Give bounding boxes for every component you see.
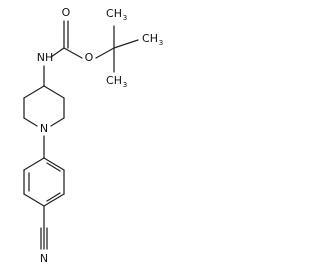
label-ch3-right: CH — [142, 32, 158, 45]
bond-c2-n1 — [50, 117, 65, 127]
bond-ar-inner-1 — [46, 162, 61, 172]
bond-ar4 — [23, 193, 45, 207]
bond-n-carbonyl — [50, 47, 65, 58]
bond-ar-inner-3 — [46, 192, 61, 202]
label-ch3-bottom: CH — [106, 74, 122, 87]
label-o-carbonyl: O — [62, 6, 71, 19]
label-ring-n: N — [40, 122, 48, 135]
bond-ar6 — [23, 157, 45, 171]
label-ch3-bottom-sub: 3 — [123, 81, 127, 89]
bond-ar1 — [43, 157, 65, 171]
bond-c5-c4 — [23, 85, 45, 99]
bond-o-quaternary — [95, 47, 115, 59]
bond-quaternary-right — [113, 39, 139, 49]
structure-diagram: NH O O CH 3 CH 3 CH 3 N N — [23, 6, 163, 265]
molecule-canvas: NH O O CH 3 CH 3 CH 3 N N — [23, 6, 164, 265]
bonds — [23, 20, 139, 250]
bond-n1-c6 — [23, 117, 38, 127]
bond-carbonyl-to-o — [63, 47, 83, 59]
label-nitrile-n: N — [40, 252, 48, 265]
label-nh: NH — [37, 51, 54, 64]
label-ch3-right-sub: 3 — [159, 39, 163, 47]
bond-ar3 — [43, 193, 65, 207]
label-ch3-top-sub: 3 — [123, 14, 127, 22]
bond-c4-c3 — [43, 85, 65, 99]
label-ch3-top: CH — [106, 7, 122, 20]
atom-labels: NH O O CH 3 CH 3 CH 3 N N — [37, 6, 163, 265]
label-o-ester: O — [85, 51, 94, 64]
